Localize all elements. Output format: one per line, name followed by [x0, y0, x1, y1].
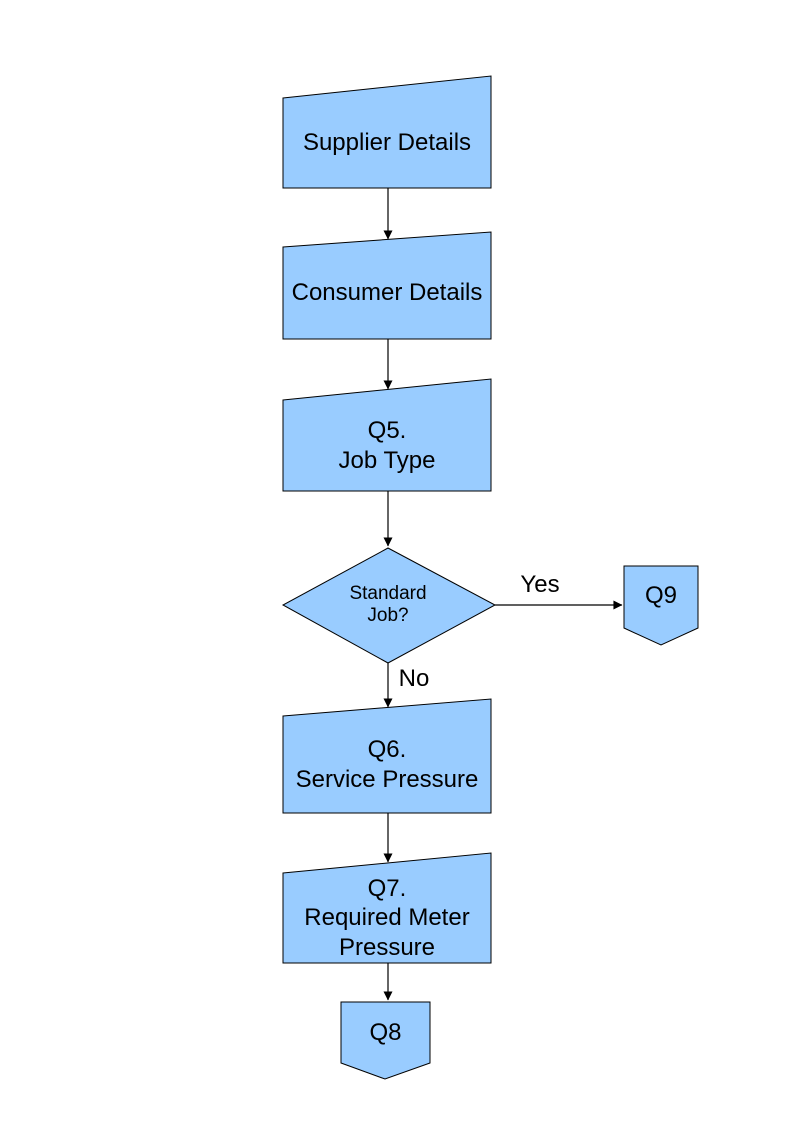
- standard-job-decision-shape: [281, 547, 497, 664]
- q9-offpage-connector-shape: [623, 565, 699, 646]
- q5-job-type-node-shape: [282, 378, 492, 492]
- q8-offpage-connector-shape: [340, 1001, 431, 1080]
- q6-service-pressure-node-shape: [282, 698, 492, 814]
- consumer-details-node-shape: [282, 231, 492, 340]
- q7-required-meter-pressure-node-shape: [282, 852, 492, 964]
- supplier-details-node-shape: [282, 75, 492, 189]
